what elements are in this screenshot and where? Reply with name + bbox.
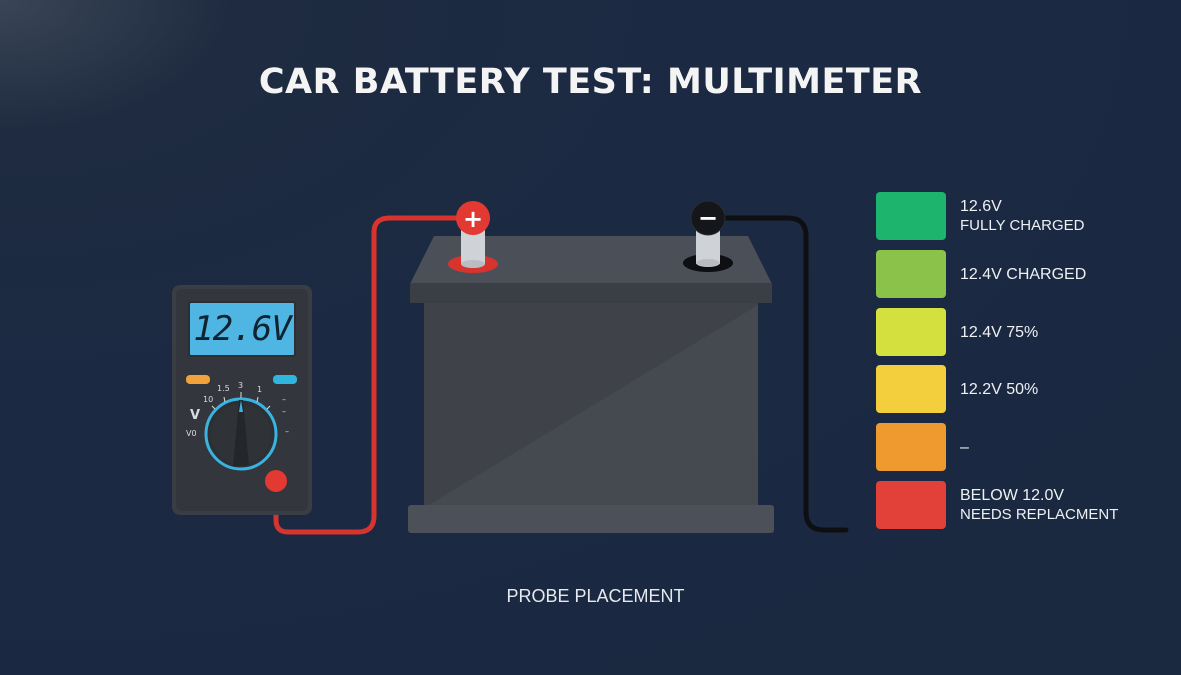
dial-pointer [233, 400, 249, 466]
legend-item: 12.6V FULLY CHARGED [876, 192, 1156, 240]
legend-swatch [876, 192, 946, 240]
legend-line1: BELOW 12.0V [960, 487, 1065, 504]
legend-item: 12.4V CHARGED [876, 250, 1156, 298]
multimeter-display-value: 12.6V [193, 309, 291, 349]
legend-item: 12.4V 75% [876, 308, 1156, 356]
legend-line1: 12.6V [960, 198, 1002, 215]
battery-base [408, 505, 774, 533]
dial-label: 1 [257, 385, 263, 394]
dial-label: – [285, 427, 289, 436]
multimeter [172, 285, 312, 515]
legend-swatch [876, 308, 946, 356]
battery-lid [410, 236, 772, 284]
positive-probe-tip [456, 201, 490, 235]
dial-label: – [282, 395, 286, 404]
negative-terminal [683, 228, 733, 272]
legend-line1: – [960, 438, 969, 456]
legend-swatch [876, 481, 946, 529]
positive-symbol: + [463, 205, 483, 233]
legend-item: 12.2V 50% [876, 365, 1156, 413]
probe-placement-caption: PROBE PLACEMENT [506, 586, 685, 606]
multimeter-lcd [188, 301, 296, 357]
left-function-button [186, 375, 210, 384]
right-function-button [273, 375, 297, 384]
negative-symbol: − [698, 204, 718, 232]
legend-line1: 12.4V CHARGED [960, 265, 1087, 283]
legend-swatch [876, 250, 946, 298]
dial-label: 10 [203, 395, 214, 404]
legend-item: – [876, 423, 1156, 471]
black-probe-wire [719, 215, 849, 533]
dial-label: V [190, 408, 201, 423]
dial-label: 1.5 [217, 384, 230, 393]
dial-label: – [282, 407, 286, 416]
battery-lid-rim [410, 283, 772, 303]
legend-swatch [876, 365, 946, 413]
probe-jack [265, 470, 287, 492]
dial-label: 3 [238, 381, 244, 390]
legend-line1: 12.4V 75% [960, 323, 1039, 341]
legend-line2: FULLY CHARGED [960, 217, 1085, 234]
legend-item: BELOW 12.0V NEEDS REPLACMENT [876, 481, 1156, 529]
positive-terminal [448, 228, 498, 273]
battery-body-shade [424, 305, 758, 508]
dial-label: V0 [186, 429, 197, 438]
legend-swatch [876, 423, 946, 471]
legend-line1: 12.2V 50% [960, 380, 1039, 398]
battery [408, 236, 774, 533]
negative-probe-tip [690, 200, 726, 236]
legend-line2: NEEDS REPLACMENT [960, 506, 1119, 523]
page-title: CAR BATTERY TEST: MULTIMETER [258, 62, 923, 102]
red-probe-wire [273, 215, 473, 535]
